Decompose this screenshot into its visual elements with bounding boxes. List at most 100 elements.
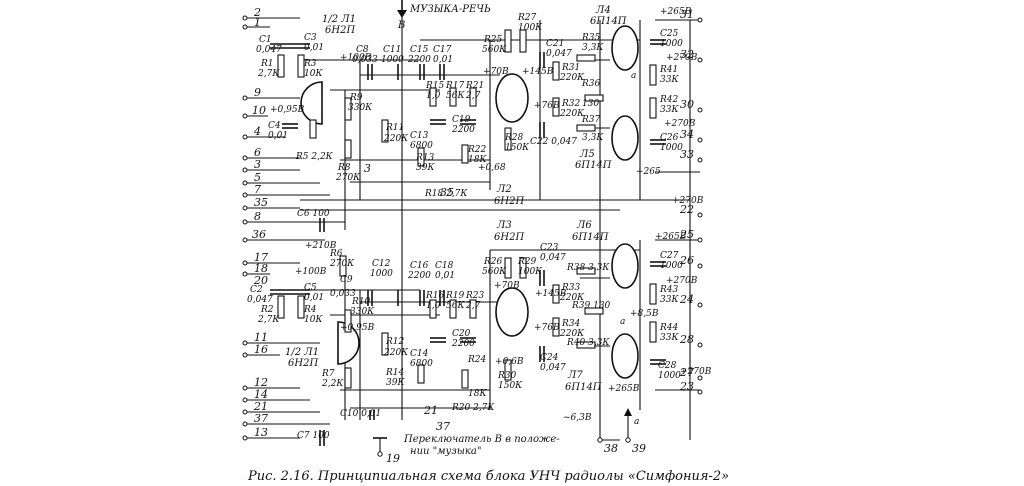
svg-text:220К: 220К	[559, 109, 585, 119]
svg-text:21: 21	[423, 404, 438, 417]
svg-text:R35: R35	[581, 33, 601, 43]
svg-text:С5: С5	[304, 283, 317, 293]
tube-l7-type: 6П14П	[565, 382, 602, 393]
svg-text:33К: 33К	[660, 295, 679, 305]
v-p095a: +0,95В	[270, 105, 305, 115]
switch-letter: В	[397, 20, 405, 31]
left-terminal-dots	[242, 15, 248, 441]
svg-text:R2: R2	[260, 305, 274, 315]
svg-text:2200: 2200	[407, 55, 431, 65]
v-p270a: +270В	[666, 53, 698, 63]
svg-text:560К: 560К	[482, 45, 507, 55]
svg-text:R44: R44	[659, 323, 679, 333]
v-fil: ~6,3В	[563, 413, 592, 423]
svg-text:150К: 150К	[505, 143, 530, 153]
svg-text:С10 0,01: С10 0,01	[340, 409, 381, 419]
svg-text:0,01: 0,01	[268, 131, 288, 141]
svg-text:18К: 18К	[468, 389, 487, 399]
svg-text:14: 14	[254, 388, 268, 401]
svg-text:R8: R8	[337, 163, 351, 173]
svg-text:С3: С3	[304, 33, 317, 43]
svg-text:С2: С2	[250, 285, 263, 295]
svg-text:33: 33	[680, 148, 694, 161]
svg-text:С15: С15	[410, 45, 429, 55]
resistors	[277, 29, 657, 389]
svg-text:R6: R6	[329, 249, 343, 259]
svg-text:330К: 330К	[348, 103, 373, 113]
svg-text:100К: 100К	[518, 23, 543, 33]
svg-text:С22 0,047: С22 0,047	[530, 137, 577, 147]
svg-text:С6 100: С6 100	[297, 209, 330, 219]
svg-text:16: 16	[254, 343, 268, 356]
svg-text:R15: R15	[425, 81, 445, 91]
svg-text:1000: 1000	[370, 269, 393, 279]
svg-text:56К: 56К	[446, 301, 465, 311]
v-p145a: +145В	[522, 67, 554, 77]
svg-text:С21: С21	[546, 39, 564, 49]
svg-text:9: 9	[254, 86, 261, 99]
svg-text:330К: 330К	[350, 307, 375, 317]
svg-text:0,047: 0,047	[247, 295, 273, 305]
tube-l6-type: 6П14П	[572, 232, 609, 243]
svg-text:270К: 270К	[335, 173, 361, 183]
svg-text:39К: 39К	[416, 163, 435, 173]
svg-text:0,033: 0,033	[330, 289, 356, 299]
v-p095b: +0,95В	[340, 323, 375, 333]
svg-text:С20: С20	[452, 329, 471, 339]
tube-l3-name: Л3	[496, 220, 512, 231]
v-p270e: +270В	[680, 367, 712, 377]
svg-text:R40 3,3К: R40 3,3К	[566, 338, 610, 348]
svg-text:R37: R37	[581, 115, 601, 125]
labels: МУЗЫКА-РЕЧЬ В 1/2 Л1 6Н2П 1/2 Л1 6Н2П Л2…	[247, 4, 712, 457]
svg-text:20: 20	[253, 274, 268, 287]
svg-text:0,01: 0,01	[304, 293, 324, 303]
svg-text:6800: 6800	[410, 141, 433, 151]
tube-l6-name: Л6	[576, 220, 592, 231]
svg-text:R30: R30	[497, 371, 517, 381]
svg-text:С19: С19	[452, 115, 471, 125]
v-p76a: +76В	[534, 101, 560, 111]
svg-text:R39 130: R39 130	[571, 301, 611, 311]
svg-text:С9: С9	[340, 275, 353, 285]
svg-text:С27: С27	[660, 251, 679, 261]
tube-l6	[611, 243, 639, 289]
svg-text:0,047: 0,047	[540, 253, 566, 263]
v-p068a: +0,68	[478, 163, 506, 173]
svg-text:С25: С25	[660, 29, 679, 39]
svg-text:R13: R13	[415, 153, 435, 163]
svg-text:130: 130	[582, 99, 599, 109]
svg-text:а: а	[620, 317, 625, 327]
svg-text:38: 38	[604, 442, 618, 455]
svg-text:R38 3,3К: R38 3,3К	[566, 263, 610, 273]
tube-l4-name: Л4	[595, 5, 611, 16]
tube-l5-name: Л5	[579, 149, 595, 160]
svg-text:1000: 1000	[381, 55, 404, 65]
svg-text:R33: R33	[561, 283, 581, 293]
svg-text:10К: 10К	[304, 69, 323, 79]
svg-text:С13: С13	[410, 131, 429, 141]
svg-text:39: 39	[632, 442, 646, 455]
svg-text:R41: R41	[659, 65, 678, 75]
svg-text:28: 28	[679, 333, 694, 346]
v-p270d: +270В	[666, 276, 698, 286]
svg-text:R3: R3	[303, 59, 317, 69]
svg-text:R9: R9	[349, 93, 363, 103]
tube-l1-upper	[300, 81, 323, 125]
svg-text:37: 37	[436, 420, 450, 433]
svg-text:3,3К: 3,3К	[582, 43, 604, 53]
svg-text:R26: R26	[483, 257, 503, 267]
svg-text:27: 27	[679, 366, 694, 379]
svg-text:С28: С28	[658, 361, 677, 371]
svg-text:R14: R14	[385, 368, 405, 378]
svg-text:1,0: 1,0	[426, 91, 441, 101]
tube-l2-type: 6Н2П	[494, 196, 524, 207]
tube-l1a-type: 6Н2П	[325, 25, 355, 36]
svg-text:18: 18	[254, 262, 268, 275]
svg-text:R34: R34	[561, 319, 581, 329]
svg-text:0,01: 0,01	[433, 55, 453, 65]
svg-text:39К: 39К	[386, 378, 405, 388]
svg-text:R29: R29	[517, 257, 537, 267]
svg-text:0,01: 0,01	[435, 271, 455, 281]
svg-text:2,7: 2,7	[465, 301, 481, 311]
svg-text:С26: С26	[660, 133, 679, 143]
